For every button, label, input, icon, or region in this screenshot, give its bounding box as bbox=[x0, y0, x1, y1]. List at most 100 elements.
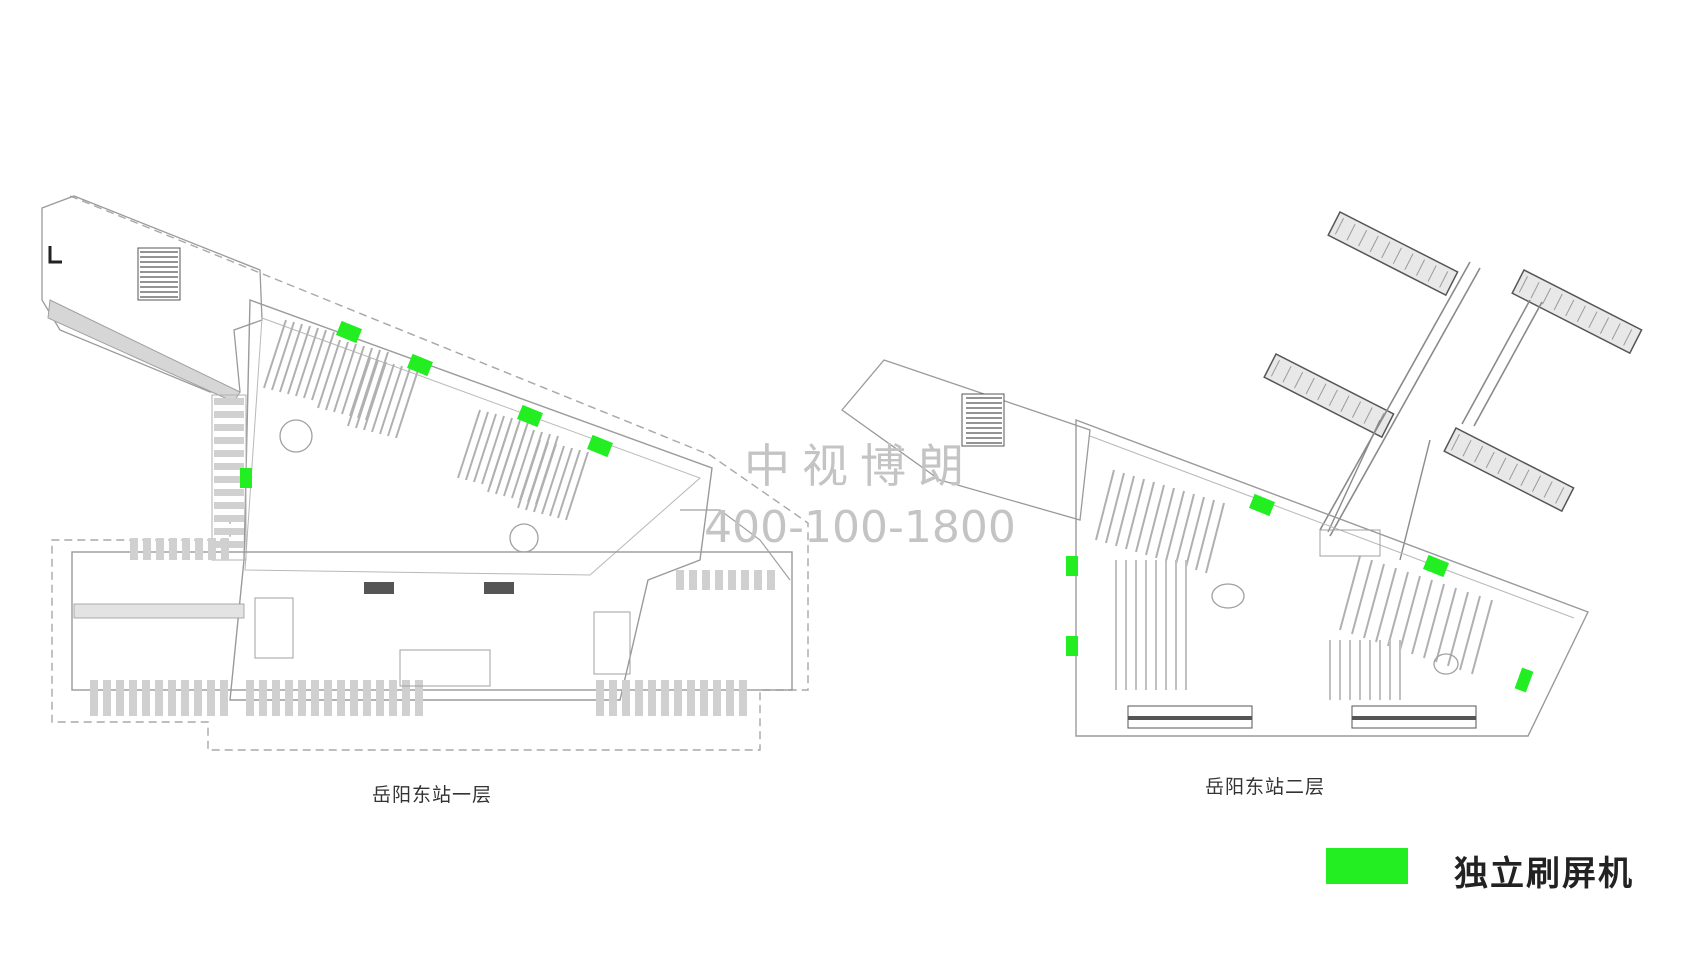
pillar bbox=[687, 680, 695, 716]
seat-row bbox=[1471, 599, 1493, 675]
pillar bbox=[285, 680, 293, 716]
seat-row bbox=[333, 343, 357, 413]
pillar bbox=[741, 570, 749, 590]
pillar bbox=[90, 680, 98, 716]
kiosk-marker bbox=[335, 320, 363, 344]
pillar bbox=[609, 680, 617, 716]
pillar bbox=[767, 570, 775, 590]
pillar bbox=[337, 680, 345, 716]
kiosk-marker bbox=[586, 434, 614, 458]
floor-2-label: 岳阳东站二层 bbox=[1205, 776, 1326, 798]
pillar bbox=[182, 538, 190, 560]
platform-canopy bbox=[1263, 352, 1395, 439]
floor-2-seat-rows bbox=[966, 397, 1493, 700]
seat-row bbox=[1195, 499, 1215, 571]
seat-row bbox=[1205, 502, 1225, 574]
seat-row bbox=[287, 325, 311, 395]
pillar bbox=[350, 680, 358, 716]
pillar bbox=[214, 476, 244, 483]
seat-row bbox=[533, 443, 557, 513]
seat-row bbox=[357, 349, 381, 419]
pillar bbox=[648, 680, 656, 716]
floor-2-plan bbox=[841, 210, 1643, 737]
seat-row bbox=[1411, 579, 1433, 655]
platform-canopy bbox=[1511, 268, 1643, 355]
seat-row bbox=[1363, 563, 1385, 639]
seat-row bbox=[487, 423, 511, 493]
pillar bbox=[415, 680, 423, 716]
seat-row bbox=[311, 331, 335, 401]
pillar bbox=[324, 680, 332, 716]
pillar bbox=[214, 502, 244, 509]
pillar bbox=[214, 541, 244, 548]
floor-2-platforms bbox=[1263, 210, 1643, 513]
pillar bbox=[130, 538, 138, 560]
platform-canopy bbox=[1443, 426, 1575, 513]
seat-row bbox=[557, 449, 581, 519]
seat-row bbox=[511, 429, 535, 499]
pillar bbox=[103, 680, 111, 716]
pillar bbox=[676, 570, 684, 590]
floor-2-gates bbox=[1127, 705, 1477, 729]
seat-row bbox=[317, 339, 341, 409]
pillar bbox=[311, 680, 319, 716]
legend-label: 独立刷屏机 bbox=[1454, 854, 1634, 894]
pillar bbox=[376, 680, 384, 716]
pillar bbox=[169, 538, 177, 560]
kiosk-marker bbox=[1514, 667, 1534, 693]
floor-1-bottom-pillars bbox=[90, 538, 775, 716]
seat-row bbox=[473, 413, 497, 483]
seat-row bbox=[371, 363, 395, 433]
pillar bbox=[259, 680, 267, 716]
pillar bbox=[214, 450, 244, 457]
seat-row bbox=[1095, 469, 1115, 541]
seat-row bbox=[481, 415, 505, 485]
pillar bbox=[208, 538, 216, 560]
seat-row bbox=[517, 439, 541, 509]
seat-row bbox=[263, 319, 287, 389]
pillar bbox=[214, 489, 244, 496]
seat-row bbox=[365, 351, 389, 421]
seat-row bbox=[1135, 481, 1155, 553]
pillar bbox=[389, 680, 397, 716]
seat-row bbox=[1423, 583, 1445, 659]
pillar bbox=[194, 680, 202, 716]
seat-row bbox=[1155, 487, 1175, 559]
seat-row bbox=[1175, 493, 1195, 565]
pillar bbox=[661, 680, 669, 716]
kiosk-marker bbox=[1066, 556, 1078, 576]
platform-canopy bbox=[1327, 210, 1459, 297]
seat-row bbox=[355, 359, 379, 429]
pillar bbox=[142, 680, 150, 716]
seat-row bbox=[1185, 496, 1205, 568]
seat-row bbox=[1125, 478, 1145, 550]
pillar bbox=[635, 680, 643, 716]
seat-row bbox=[503, 427, 527, 497]
kiosk-marker bbox=[406, 353, 434, 377]
seat-row bbox=[457, 409, 481, 479]
pillar bbox=[214, 528, 244, 535]
pillar bbox=[214, 463, 244, 470]
seat-row bbox=[1387, 571, 1409, 647]
pillar bbox=[728, 570, 736, 590]
seat-row bbox=[549, 447, 573, 517]
pillar bbox=[214, 515, 244, 522]
pillar bbox=[689, 570, 697, 590]
pillar bbox=[700, 680, 708, 716]
seat-row bbox=[271, 321, 295, 391]
pillar bbox=[715, 570, 723, 590]
seat-row bbox=[1351, 559, 1373, 635]
seat-row bbox=[1435, 587, 1457, 663]
seat-row bbox=[1399, 575, 1421, 651]
pillar bbox=[214, 398, 244, 405]
kiosk-markers bbox=[240, 320, 1534, 693]
seat-row bbox=[347, 357, 371, 427]
pillar bbox=[129, 680, 137, 716]
pillar bbox=[155, 680, 163, 716]
seat-row bbox=[1339, 555, 1361, 631]
seat-row bbox=[363, 361, 387, 431]
pillar bbox=[214, 424, 244, 431]
seat-row bbox=[465, 411, 489, 481]
legend-swatch bbox=[1326, 848, 1408, 884]
